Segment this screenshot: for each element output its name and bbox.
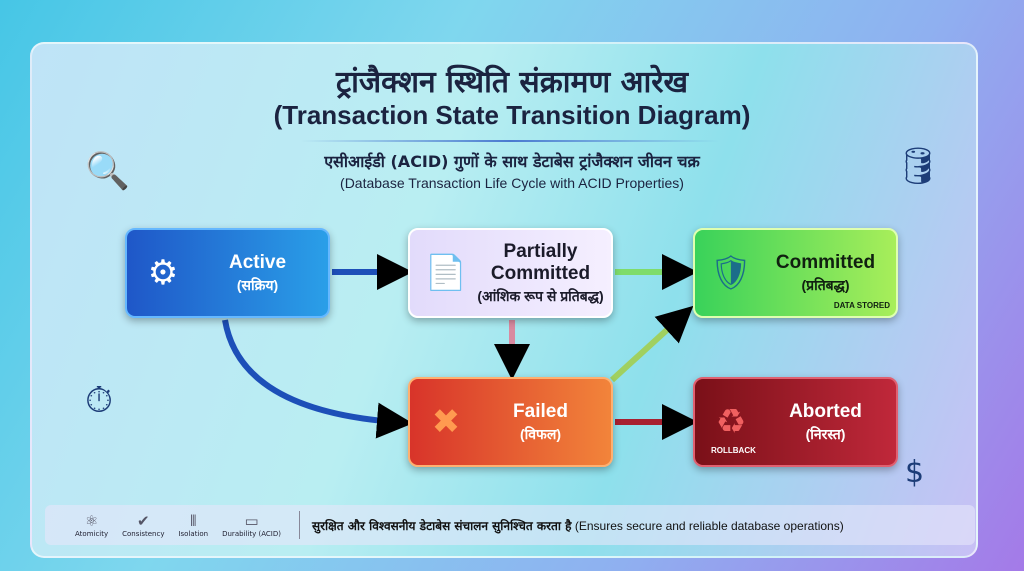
battery-icon: ▭ <box>244 512 259 530</box>
isolation-icon: ⦀ <box>189 512 197 530</box>
dollar-coin-icon: $ <box>905 455 925 490</box>
acid-consistency: ✔Consistency <box>122 512 165 538</box>
state-name: Partially Committed <box>490 240 591 284</box>
check-circle-icon: ✔ <box>137 512 150 530</box>
state-hindi: (प्रतिबद्ध) <box>801 276 850 293</box>
data-stored-label: DATA STORED <box>833 301 890 310</box>
subtitle-english: (Database Transaction Life Cycle with AC… <box>340 175 684 191</box>
title-hindi: ट्रांजैक्शन स्थिति संक्रामण आरेख <box>335 65 689 100</box>
gear-icon: ⚙ <box>147 253 179 293</box>
title-divider <box>300 140 720 142</box>
arrow-active-failed <box>222 319 413 439</box>
state-name: Aborted <box>789 400 862 422</box>
stopwatch-icon: ⏱ <box>85 380 114 421</box>
state-aborted[interactable]: ♻ Aborted (निरस्त) ROLLBACK <box>693 377 898 467</box>
database-rupee-icon: 🛢 <box>895 146 941 187</box>
document-check-icon: 📄 <box>424 253 468 293</box>
state-committed[interactable]: 🛡 Committed (प्रतिबद्ध) DATA STORED <box>693 228 898 318</box>
rollback-label: ROLLBACK <box>711 446 756 455</box>
arrow-failed-committed <box>609 305 694 383</box>
state-name: Committed <box>775 251 876 273</box>
footer-separator <box>298 511 300 539</box>
acid-durability: ▭Durability (ACID) <box>222 512 281 538</box>
state-name: Failed <box>513 400 568 422</box>
state-hindi: (आंशिक रूप से प्रतिबद्ध) <box>477 287 604 304</box>
x-icon: ✖ <box>431 402 461 442</box>
footer-bar: ⚛Atomicity ✔Consistency ⦀Isolation ▭Dura… <box>45 505 975 545</box>
state-name: Active <box>228 251 287 273</box>
state-hindi: (विफल) <box>519 425 562 442</box>
state-hindi: (निरस्त) <box>805 425 846 442</box>
state-active[interactable]: ⚙ Active (सक्रिय) <box>125 228 330 318</box>
state-hindi: (सक्रिय) <box>236 276 279 293</box>
footer-english: (Ensures secure and reliable database op… <box>574 518 844 533</box>
state-partially-committed[interactable]: 📄 Partially Committed (आंशिक रूप से प्रति… <box>408 228 613 318</box>
subtitle-hindi: एसीआईडी (ACID) गुणों के साथ डेटाबेस ट्रा… <box>324 152 700 171</box>
acid-isolation: ⦀Isolation <box>178 512 209 538</box>
title-english: (Transaction State Transition Diagram) <box>273 100 751 130</box>
atom-icon: ⚛ <box>84 512 99 530</box>
state-failed[interactable]: ✖ Failed (विफल) <box>408 377 613 467</box>
footer-hindi: सुरक्षित और विश्वसनीय डेटाबेस संचालन सुन… <box>311 518 572 533</box>
magnifier-chart-icon: 🔍 <box>85 151 130 192</box>
recycle-icon: ♻ <box>715 402 747 442</box>
acid-atomicity: ⚛Atomicity <box>75 512 109 538</box>
shield-check-icon: 🛡 <box>709 253 753 293</box>
